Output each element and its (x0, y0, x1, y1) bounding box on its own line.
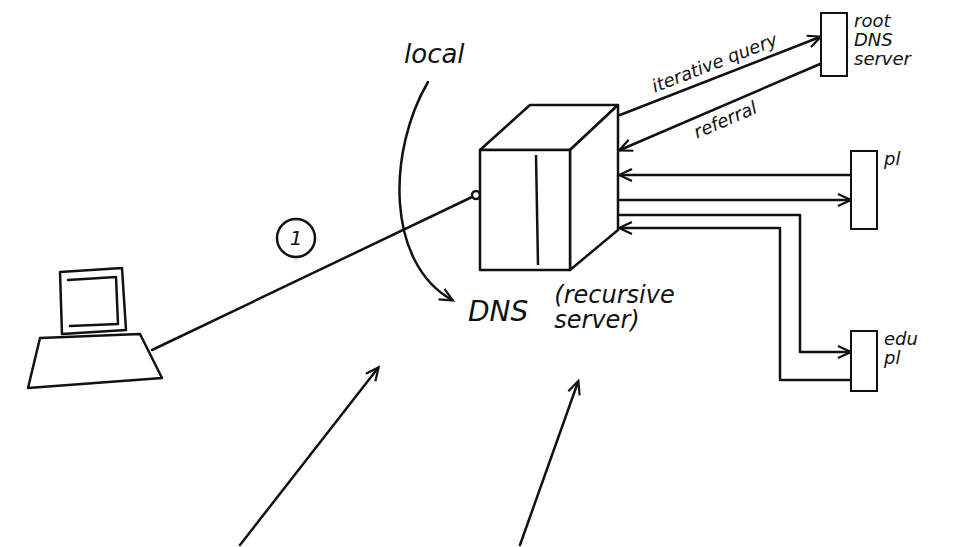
server-label: pl (884, 150, 900, 169)
server-rect (850, 330, 878, 392)
pointer-arrow (240, 368, 378, 545)
server-label: edu pl (884, 330, 928, 368)
edge-label: referral (689, 97, 762, 143)
query-arrow (620, 199, 850, 202)
server-name: DNS (468, 297, 528, 326)
annotation: local (404, 40, 465, 69)
server-label-group: edu pl (884, 330, 928, 368)
server-box: pl (850, 150, 900, 230)
server-box: root DNS server (820, 12, 926, 77)
callout-number: 1 (290, 227, 303, 249)
server-rect (820, 12, 848, 77)
laptop-screen (60, 268, 126, 334)
laptop-screen-inner (68, 277, 118, 326)
server-label-group: root DNS server (854, 12, 926, 69)
server-role: (recursive server) (554, 283, 724, 333)
query-arrow (620, 174, 850, 177)
server-label: root DNS server (854, 12, 926, 69)
server-node: DNS (recursive server) (440, 95, 724, 333)
server-rect (850, 150, 878, 230)
laptop-base (28, 334, 162, 388)
callout-circle (277, 219, 315, 257)
local-pointer (399, 82, 452, 300)
server-cube (440, 95, 620, 275)
server-caption: DNS (recursive server) (440, 283, 724, 333)
edge-label: iterative query (647, 29, 782, 97)
server-label-group: pl (884, 150, 900, 169)
server-box: edu pl (850, 330, 928, 392)
pointer-arrow (520, 382, 578, 545)
